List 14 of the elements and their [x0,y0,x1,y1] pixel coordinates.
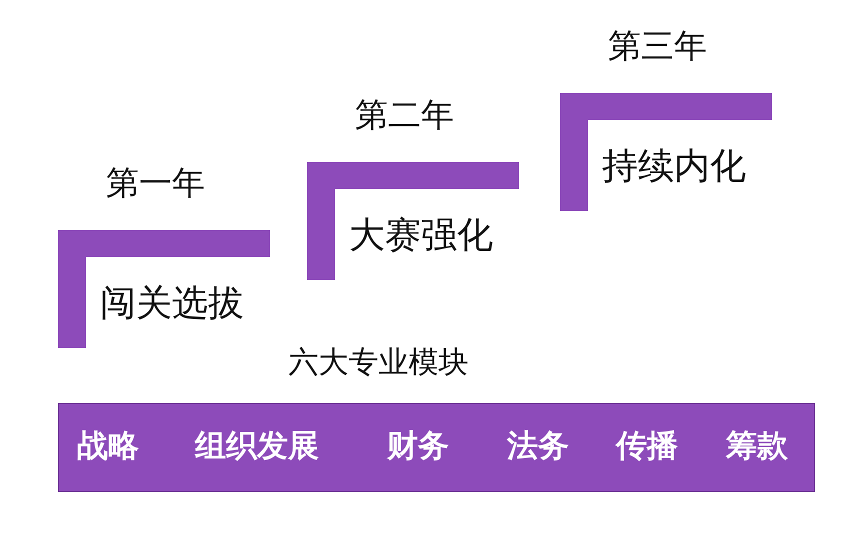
module-label: 筹款 [726,428,788,466]
year-heading: 第三年 [608,26,707,66]
band-heading: 六大专业模块 [288,345,470,381]
module-label: 组织发展 [195,428,319,466]
module-label: 传播 [616,428,678,466]
stage-text: 持续内化 [602,145,746,188]
module-label: 财务 [387,428,449,466]
module-label: 法务 [507,428,569,466]
year-heading: 第二年 [355,95,454,135]
stage-text: 闯关选拔 [100,282,244,326]
year-heading: 第一年 [106,163,205,203]
stage-text: 大赛强化 [349,214,493,258]
module-band [58,403,815,492]
module-label: 战略 [77,428,139,466]
